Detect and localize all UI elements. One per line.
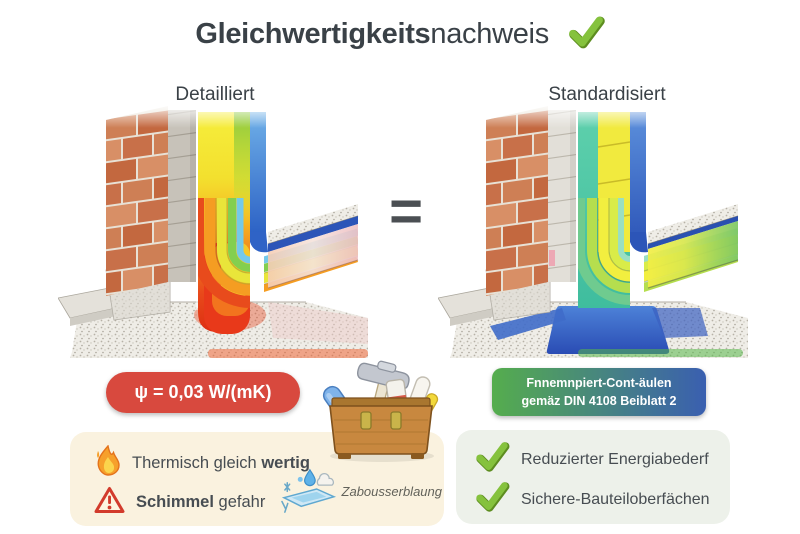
psi-value-badge: ψ = 0,03 W/(mK) xyxy=(106,372,300,413)
title-rest: nachweis xyxy=(430,18,549,50)
din-reference-badge: Fnnemnpiert-Cont-äulen gemäz DIN 4108 Be… xyxy=(492,368,706,416)
benefit-row-surfaces: Sichere-Bauteiloberfächen xyxy=(474,482,710,517)
green-check-icon xyxy=(567,16,605,57)
check-icon xyxy=(474,442,510,477)
flame-icon xyxy=(94,444,121,481)
psi-value-text: ψ = 0,03 W/(mK) xyxy=(134,382,272,402)
risk-row2-text: gefahr xyxy=(218,493,266,511)
risk-row-mold: Schimmel gefahr xyxy=(94,486,265,519)
detailed-thermal-section-illustration xyxy=(57,102,368,358)
risk-row1-bold: wertig xyxy=(261,453,310,472)
toolbox-illustration xyxy=(320,348,446,464)
warning-triangle-icon xyxy=(94,486,125,519)
page-title: Gleichwertigkeitsnachweis xyxy=(0,16,800,57)
title-highlight: Gleichwertigkeits xyxy=(195,18,431,50)
din-line1: Fnnemnpiert-Cont-äulen xyxy=(526,375,672,390)
benefit-row-energy: Reduzierter Energiabederf xyxy=(474,442,709,477)
risk-row1-text: Thermisch gleich xyxy=(132,453,257,472)
equals-sign: = xyxy=(389,179,423,244)
label-detailliert: Detailliert xyxy=(175,84,255,105)
condensation-note: Zabousserblaung xyxy=(276,463,444,520)
check-icon xyxy=(474,482,510,517)
standardized-thermal-section-illustration xyxy=(437,102,748,358)
benefit-surfaces-text: Sichere-Bauteiloberfächen xyxy=(521,490,710,508)
benefit-summary-box: Reduzierter Energiabederf Sichere-Bautei… xyxy=(456,430,730,524)
risk-row2-bold: Schimmel xyxy=(136,493,214,511)
condensation-label: Zabousserblaung xyxy=(341,484,442,499)
din-line2: gemäz DIN 4108 Beiblatt 2 xyxy=(521,394,677,408)
benefit-energy-text: Reduzierter Energiabederf xyxy=(521,450,709,468)
risk-row-thermal: Thermisch gleich wertig xyxy=(94,444,310,481)
frost-water-illustration xyxy=(276,463,338,520)
label-standardisiert: Standardisiert xyxy=(548,84,666,105)
